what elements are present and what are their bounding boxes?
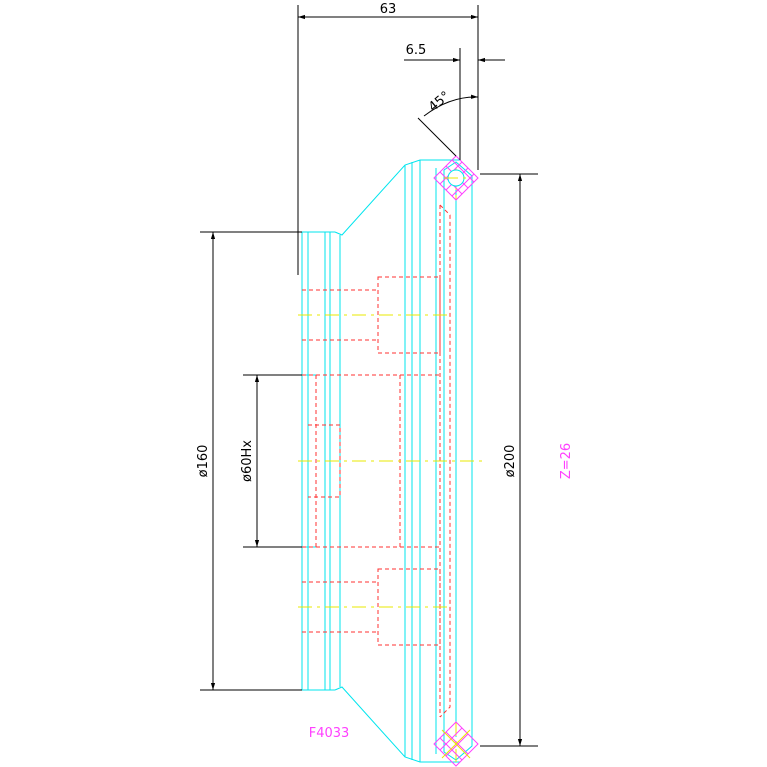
- chain-section-top: [433, 155, 479, 201]
- dimension-outer-diameter: ø200: [480, 173, 538, 747]
- dim-overall-width-label: 63: [380, 2, 397, 17]
- dimension-hub-diameter: ø160: [196, 231, 302, 691]
- chain-section-bottom: [433, 721, 479, 767]
- dim-chamfer-offset-label: 6.5: [406, 43, 427, 58]
- dimension-chamfer-offset: 6.5: [404, 43, 505, 160]
- dim-bore-diameter-label: ø60Hx: [240, 440, 255, 482]
- center-lines: [298, 168, 485, 762]
- part-number-label: F4033: [309, 726, 350, 741]
- dimension-bore-diameter: ø60Hx: [240, 374, 302, 548]
- dimension-chamfer-angle: 45°: [417, 89, 479, 157]
- dim-hub-diameter-label: ø160: [196, 445, 211, 478]
- dimension-overall-width: 63: [297, 2, 479, 275]
- dim-outer-diameter-label: ø200: [503, 445, 518, 478]
- teeth-count-label: Z=26: [559, 443, 574, 479]
